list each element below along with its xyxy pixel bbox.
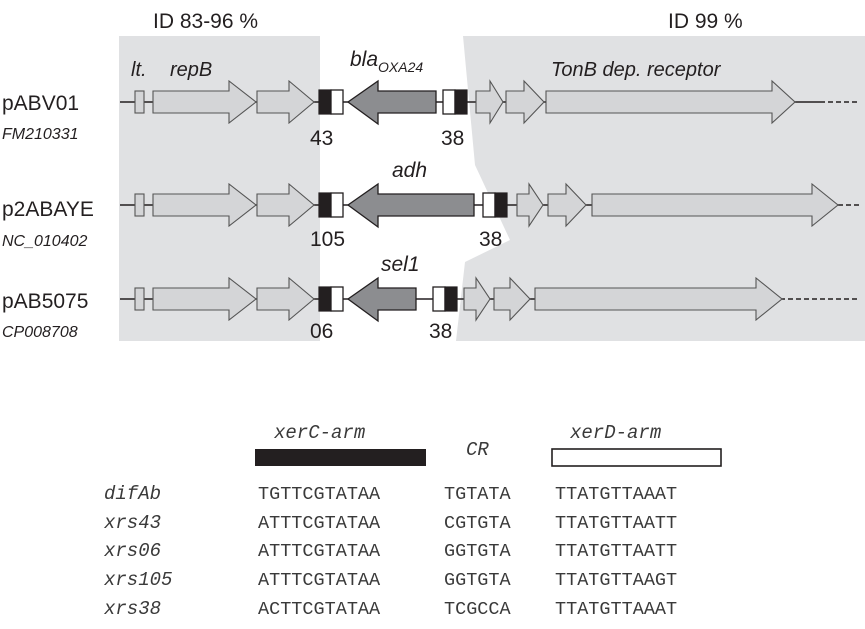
plasmid-row-p2abaye: p2ABAYE NC_010402 105 38 adh — [2, 159, 860, 251]
xerd-sequence: TTATGTTAATT — [555, 541, 677, 562]
gene-arrow — [505, 79, 545, 125]
alignment-row: xrs06 ATTTCGTATAA GGTGTA TTATGTTAATT — [103, 540, 677, 562]
repb-gene-arrow — [152, 79, 257, 125]
sequence-name: xrs06 — [103, 540, 161, 562]
gene-label-sel1: sel1 — [381, 253, 420, 276]
xerd-arm-box — [330, 192, 344, 218]
xerd-arm-box — [442, 89, 456, 115]
xerc-arm-box — [444, 286, 458, 312]
cr-sequence: CGTGTA — [444, 513, 512, 534]
alignment-row: xrs105 ATTTCGTATAA GGTGTA TTATGTTAAGT — [103, 569, 677, 591]
site-number-left: 43 — [310, 127, 333, 150]
plasmid-name: pAB5075 — [2, 290, 88, 313]
xerd-sequence: TTATGTTAAAT — [555, 599, 677, 620]
xerc-sequence: ATTTCGTATAA — [258, 541, 381, 562]
gene-arrow — [463, 276, 491, 322]
identity-right-label: ID 99 % — [668, 10, 743, 33]
tonb-receptor-gene-arrow — [591, 182, 839, 228]
cr-sequence: GGTGTA — [444, 570, 512, 591]
xerd-arm-box — [432, 286, 446, 312]
gene-arrow — [547, 182, 587, 228]
plasmid-row-pab5075: pAB5075 CP008708 06 38 sel1 — [2, 253, 860, 343]
gene-arrow — [256, 276, 315, 322]
xerc-arm-box — [318, 286, 332, 312]
lt-gene-box — [134, 287, 145, 311]
plasmid-accession: NC_010402 — [2, 233, 88, 250]
sel1-gene-arrow — [346, 276, 417, 323]
xerd-sequence: TTATGTTAATT — [555, 513, 677, 534]
gene-arrow — [475, 79, 504, 125]
repb-gene-arrow — [152, 182, 257, 228]
xerc-arm-box — [318, 89, 332, 115]
xerd-arm-box — [482, 192, 496, 218]
xerc-arm-box — [494, 192, 508, 218]
site-number-right: 38 — [441, 127, 464, 150]
site-number-left: 06 — [310, 320, 333, 343]
xerc-sequence: ATTTCGTATAA — [258, 513, 381, 534]
cr-sequence: GGTGTA — [444, 541, 512, 562]
cr-header: CR — [466, 439, 489, 461]
tonb-receptor-gene-arrow — [545, 79, 796, 125]
plasmid-accession: CP008708 — [2, 324, 78, 341]
xerd-arm-box — [330, 89, 344, 115]
xerc-arm-bar — [255, 449, 426, 466]
gene-label-tonb: TonB dep. receptor — [551, 59, 722, 81]
gene-label-repb: repB — [170, 59, 212, 81]
alignment-row: xrs43 ATTTCGTATAA CGTGTA TTATGTTAATT — [103, 512, 677, 534]
xerc-sequence: TGTTCGTATAA — [258, 484, 381, 505]
lt-gene-box — [134, 90, 145, 114]
sequence-name: difAb — [104, 483, 161, 505]
bla-oxa24-gene-arrow — [346, 79, 437, 126]
adh-gene-arrow — [346, 182, 475, 229]
dif-site-alignment: xerC-arm CR xerD-arm difAb TGTTCGTATAA T… — [103, 422, 722, 620]
gene-label-bla-subscript: OXA24 — [378, 59, 423, 75]
gene-arrow — [256, 79, 315, 125]
plasmid-name: pABV01 — [2, 92, 79, 115]
identity-left-label: ID 83-96 % — [153, 10, 258, 33]
site-number-right: 38 — [429, 320, 452, 343]
plasmid-name: p2ABAYE — [2, 198, 94, 221]
tonb-receptor-gene-arrow — [534, 276, 783, 322]
gene-label-lt: lt. — [131, 59, 147, 81]
alignment-row: xrs38 ACTTCGTATAA TCGCCA TTATGTTAAAT — [103, 598, 677, 620]
lt-gene-box — [134, 193, 145, 217]
cr-sequence: TGTATA — [444, 484, 512, 505]
xerd-sequence: TTATGTTAAGT — [555, 570, 677, 591]
site-number-left: 105 — [310, 228, 345, 251]
sequence-name: xrs38 — [103, 598, 161, 620]
sequence-name: xrs105 — [103, 569, 172, 591]
gene-arrow — [516, 182, 544, 228]
gene-label-adh: adh — [392, 159, 427, 182]
plasmid-row-pabv01: pABV01 FM210331 43 38 blaOXA24 — [2, 48, 860, 150]
gene-arrow — [493, 276, 531, 322]
xerd-arm-header: xerD-arm — [569, 422, 661, 444]
site-number-right: 38 — [479, 228, 502, 251]
xerc-arm-box — [318, 192, 332, 218]
gene-arrow — [256, 182, 315, 228]
alignment-row: difAb TGTTCGTATAA TGTATA TTATGTTAAAT — [104, 483, 677, 505]
repb-gene-arrow — [152, 276, 257, 322]
xerd-arm-bar — [551, 448, 722, 467]
gene-label-bla: blaOXA24 — [350, 48, 423, 75]
xerc-sequence: ACTTCGTATAA — [258, 599, 381, 620]
gene-label-bla-text: bla — [350, 48, 378, 71]
xerd-sequence: TTATGTTAAAT — [555, 484, 677, 505]
xerc-sequence: ATTTCGTATAA — [258, 570, 381, 591]
xerc-arm-header: xerC-arm — [273, 422, 365, 444]
plasmid-accession: FM210331 — [2, 126, 79, 143]
sequence-name: xrs43 — [103, 512, 161, 534]
xerc-arm-box — [454, 89, 468, 115]
xerd-arm-box — [330, 286, 344, 312]
cr-sequence: TCGCCA — [444, 599, 512, 620]
